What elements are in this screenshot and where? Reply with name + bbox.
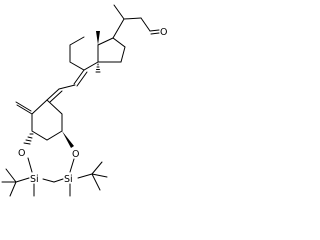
wedge-bond-right-oxygen — [62, 131, 74, 148]
angular-methyl-wedge — [96, 31, 100, 45]
five-membered-ring — [97, 37, 126, 63]
aldehyde-oxygen-label: O — [160, 27, 167, 38]
exocyclic-double-bond — [73, 69, 85, 85]
tbu-right-b — [91, 173, 108, 178]
fusion-hash-bond — [95, 63, 101, 73]
side-chain-ch2 — [123, 17, 142, 20]
si-tbu-left — [15, 177, 30, 183]
right-silyl-ether: O Si — [53, 149, 108, 197]
left-silicon-label: Si — [30, 174, 39, 185]
linker-double-bond — [46, 88, 60, 101]
tbu-right-c — [91, 173, 101, 191]
tbu-right-a — [91, 161, 103, 175]
exocyclic-double-bond-2 — [76, 71, 88, 87]
side-chain-bond — [112, 18, 125, 39]
left-silyl-ether: O Si — [1, 148, 55, 197]
cd-ring-system: O — [69, 4, 167, 73]
si-methyl-left-b — [42, 178, 55, 183]
linker-single-bond — [58, 84, 76, 90]
chemical-structure-diagram: O O Si O — [1, 4, 167, 197]
side-chain-methyl — [113, 4, 125, 20]
aldehyde-carbon-bond — [140, 17, 151, 32]
linker-double-bond-2 — [49, 90, 63, 103]
a-ring — [15, 99, 74, 148]
methylene-bond-2 — [15, 101, 32, 112]
o-si-bond-left — [27, 157, 33, 173]
hashed-bond-left-oxygen — [23, 133, 34, 145]
tbu-left-a — [5, 168, 17, 183]
tbu-left-c — [9, 181, 17, 197]
si-methyl-right-b — [53, 178, 64, 183]
cyclohexane-ring — [31, 99, 63, 141]
right-oxygen-label: O — [72, 149, 79, 160]
aldehyde-double-bond — [149, 29, 160, 32]
si-tbu-right — [77, 173, 93, 179]
methylene-bond — [16, 104, 33, 115]
left-oxygen-label: O — [18, 148, 25, 159]
right-silicon-label: Si — [64, 174, 73, 185]
aldehyde-double-bond-2 — [150, 32, 160, 35]
o-si-bond-right — [69, 158, 75, 173]
six-membered-ring — [69, 36, 99, 71]
diene-linker — [46, 69, 88, 103]
